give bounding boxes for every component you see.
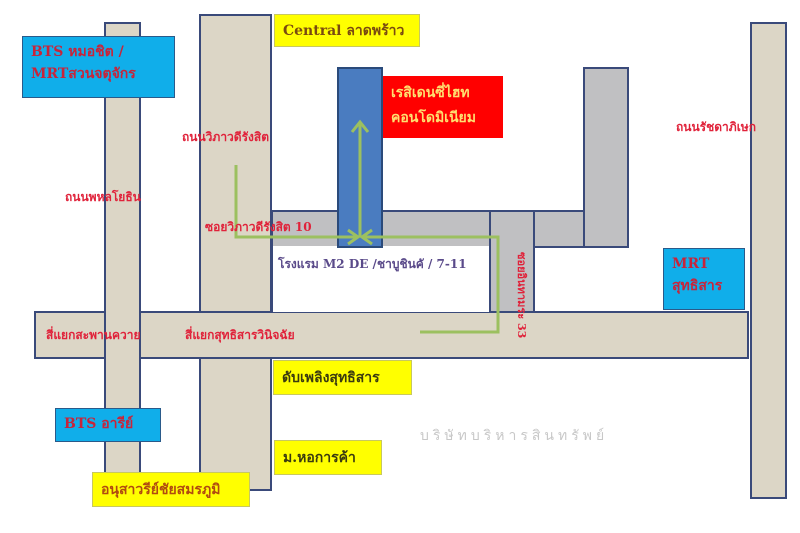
road-sutthisan — [34, 311, 749, 359]
label-inthamara-33: ซอยอินทามระ 33 — [515, 252, 528, 339]
station-bts-mochit-line1: BTS หมอชิต / — [31, 44, 124, 60]
label-sutthisan-junction: สี่แยกสุทธิสารวินิจฉัย — [185, 328, 295, 342]
station-mrt-sutthisan: MRT สุทธิสาร — [663, 248, 745, 310]
arrowhead-right-icon — [347, 228, 361, 246]
station-bts-mochit-line2: MRTสวนจตุจักร — [31, 66, 136, 82]
landmark-hotel: โรงแรม M2 DE /ชาบูชินคั / 7-11 — [278, 257, 467, 271]
label-vibhavadi-soi10: ซอยวิภาวดีรังสิต 10 — [205, 220, 312, 234]
soi-north-building — [583, 67, 629, 248]
soi-east — [533, 210, 585, 248]
label-vibhavadi: ถนนวิภาวดีรังสิต — [182, 130, 270, 144]
arrowhead-left-icon — [359, 228, 373, 246]
landmark-victory-monument: อนุสาวรีย์ชัยสมรภูมิ — [92, 472, 250, 507]
station-mrt-sutthisan-line1: MRT — [672, 256, 710, 272]
watermark: บริษัทบริหารสินทรัพย์ — [420, 428, 609, 444]
label-phahonyothin: ถนนพหลโยธิน — [65, 190, 141, 204]
arrowhead-up-icon — [350, 119, 370, 133]
station-bts-mochit: BTS หมอชิต / MRTสวนจตุจักร — [22, 36, 175, 98]
road-phahonyothin-overlap — [104, 300, 141, 370]
landmark-utcc: ม.หอการค้า — [274, 440, 382, 475]
condo-name-line2: คอนโดมิเนียม — [391, 110, 476, 126]
landmark-fire-station: ดับเพลิงสุทธิสาร — [273, 360, 412, 395]
route-from-vibhavadi — [234, 165, 358, 239]
landmark-central: Central ลาดพร้าว — [274, 14, 420, 47]
label-saphan-khwai: สี่แยกสะพานควาย — [46, 328, 141, 342]
station-bts-ari: BTS อารีย์ — [55, 408, 161, 442]
route-from-sutthisan — [362, 235, 500, 334]
condo-name-line1: เรสิเดนซี่ไฮท — [391, 85, 470, 101]
landmark-condo: เรสิเดนซี่ไฮท คอนโดมิเนียม — [383, 76, 503, 138]
road-vibhavadi — [199, 14, 272, 491]
road-ratchadaphisek — [750, 22, 787, 499]
hotel-block — [271, 246, 491, 312]
label-ratchadaphisek: ถนนรัชดาภิเษก — [676, 120, 756, 134]
station-mrt-sutthisan-line2: สุทธิสาร — [672, 278, 723, 294]
